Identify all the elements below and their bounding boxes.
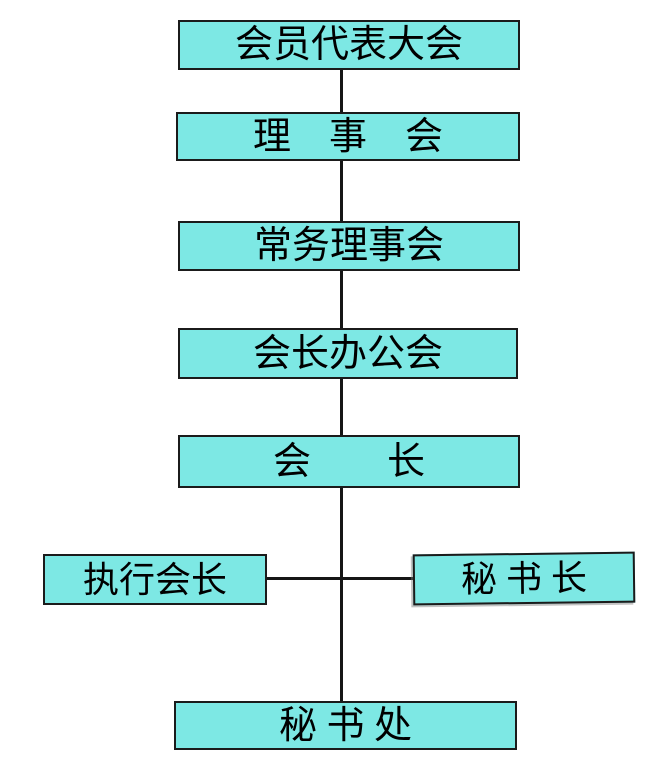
org-node-council: 理 事 会 [176, 112, 520, 161]
org-node-label: 会员代表大会 [234, 24, 463, 66]
org-node-secretary-general: 秘 书 长 [412, 551, 636, 606]
org-node-label: 秘 书 处 [278, 704, 412, 747]
org-node-executive-president: 执行会长 [43, 554, 267, 605]
org-node-label: 执行会长 [82, 559, 227, 600]
connector-vertical-spine [340, 68, 343, 702]
org-node-secretariat: 秘 书 处 [174, 701, 517, 750]
org-node-label: 会 长 [272, 440, 425, 483]
org-node-label: 常务理事会 [253, 225, 444, 267]
org-node-label: 秘 书 长 [460, 557, 588, 600]
org-node-members-assembly: 会员代表大会 [178, 20, 520, 70]
org-node-standing-council: 常务理事会 [178, 221, 520, 271]
org-node-label: 会长办公会 [252, 332, 443, 375]
org-node-label: 理 事 会 [252, 115, 443, 158]
org-node-president: 会 长 [178, 435, 520, 488]
connector-horizontal-branch [265, 577, 415, 580]
org-node-presidents-office: 会长办公会 [178, 328, 518, 379]
